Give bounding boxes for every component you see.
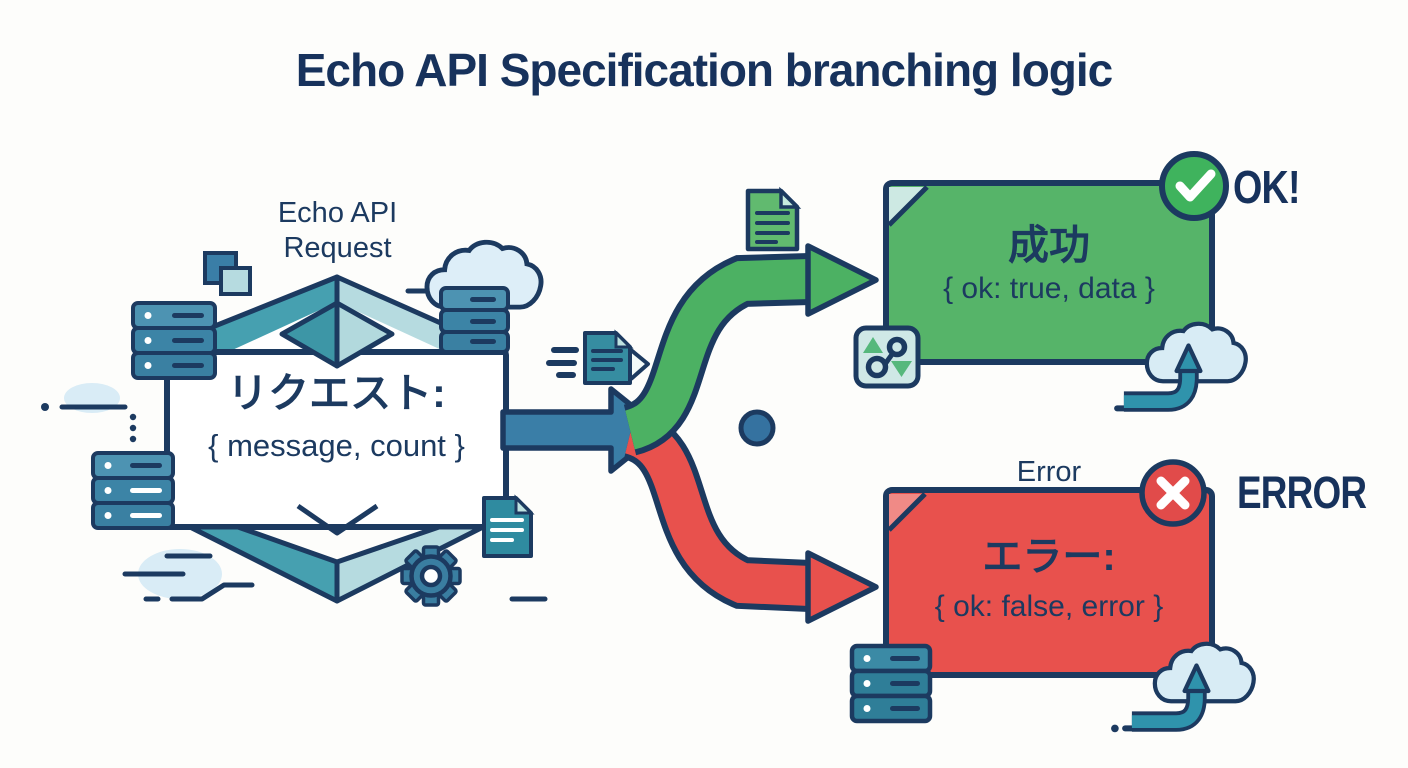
error-status-label: ERROR bbox=[1237, 467, 1395, 519]
cloud-upload-icon bbox=[1114, 324, 1246, 412]
branch-point-dot bbox=[738, 409, 776, 447]
check-circle-icon bbox=[1159, 151, 1229, 221]
gear-icon bbox=[400, 545, 462, 607]
success-payload: { ok: true, data } bbox=[943, 272, 1155, 305]
cloud-upload-icon bbox=[1111, 644, 1254, 733]
server-stack-icon bbox=[131, 301, 217, 380]
request-payload: { message, count } bbox=[208, 428, 465, 463]
server-stack-icon bbox=[91, 451, 175, 530]
request-label-line1: Echo API bbox=[277, 197, 398, 229]
error-status-text: ERROR bbox=[1237, 467, 1367, 518]
x-circle-icon bbox=[1139, 459, 1207, 527]
curved-arrow-down-icon bbox=[621, 408, 879, 624]
request-heading: リクエスト: bbox=[227, 370, 446, 416]
server-stack-icon bbox=[439, 286, 510, 354]
server-stack-icon bbox=[849, 643, 933, 724]
sort-shapes-badge-icon bbox=[853, 325, 921, 389]
speed-lines-left bbox=[41, 383, 137, 443]
error-heading: エラー: bbox=[982, 535, 1116, 579]
curved-arrow-up-icon bbox=[621, 243, 879, 456]
success-heading: 成功 bbox=[1008, 222, 1090, 268]
request-diamond bbox=[279, 300, 395, 369]
error-label: Error bbox=[1016, 456, 1082, 488]
document-icon bbox=[546, 329, 650, 385]
success-status-text: OK! bbox=[1233, 161, 1301, 213]
document-icon bbox=[482, 494, 535, 558]
error-box bbox=[883, 487, 1215, 678]
diagram-title: Echo API Specification branching logic bbox=[295, 44, 1114, 96]
speed-lines-bottom-left bbox=[122, 549, 548, 602]
request-label: Echo API Request bbox=[245, 196, 430, 266]
cloud-icon bbox=[405, 242, 541, 307]
document-icon bbox=[745, 186, 802, 252]
success-box bbox=[883, 180, 1215, 365]
squares-decoration bbox=[203, 251, 252, 296]
success-status-label: OK! bbox=[1233, 161, 1314, 214]
error-payload: { ok: false, error } bbox=[934, 590, 1164, 623]
request-label-line2: Request bbox=[283, 232, 392, 264]
